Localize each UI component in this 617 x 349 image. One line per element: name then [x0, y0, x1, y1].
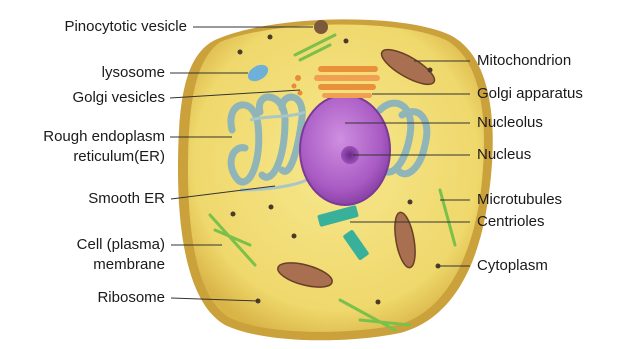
label-centrioles: Centrioles — [477, 213, 545, 231]
label-rough-er-line1: Rough endoplasm — [43, 128, 165, 146]
label-nucleolus: Nucleolus — [477, 114, 543, 132]
label-pinocytotic-vesicle: Pinocytotic vesicle — [64, 18, 187, 36]
label-ribosome: Ribosome — [97, 289, 165, 307]
label-rough-er-line2: reticulum(ER) — [73, 148, 165, 166]
pinocytotic-vesicle-shape — [314, 20, 328, 34]
label-microtubules: Microtubules — [477, 191, 562, 209]
label-cell-membrane-line2: membrane — [93, 256, 165, 274]
label-lysosome: lysosome — [102, 64, 165, 82]
label-golgi-vesicles: Golgi vesicles — [72, 89, 165, 107]
label-cytoplasm: Cytoplasm — [477, 257, 548, 275]
label-nucleus: Nucleus — [477, 146, 531, 164]
label-mitochondrion: Mitochondrion — [477, 52, 571, 70]
label-cell-membrane-line1: Cell (plasma) — [77, 236, 165, 254]
label-smooth-er: Smooth ER — [88, 190, 165, 208]
label-golgi-apparatus: Golgi apparatus — [477, 85, 583, 103]
